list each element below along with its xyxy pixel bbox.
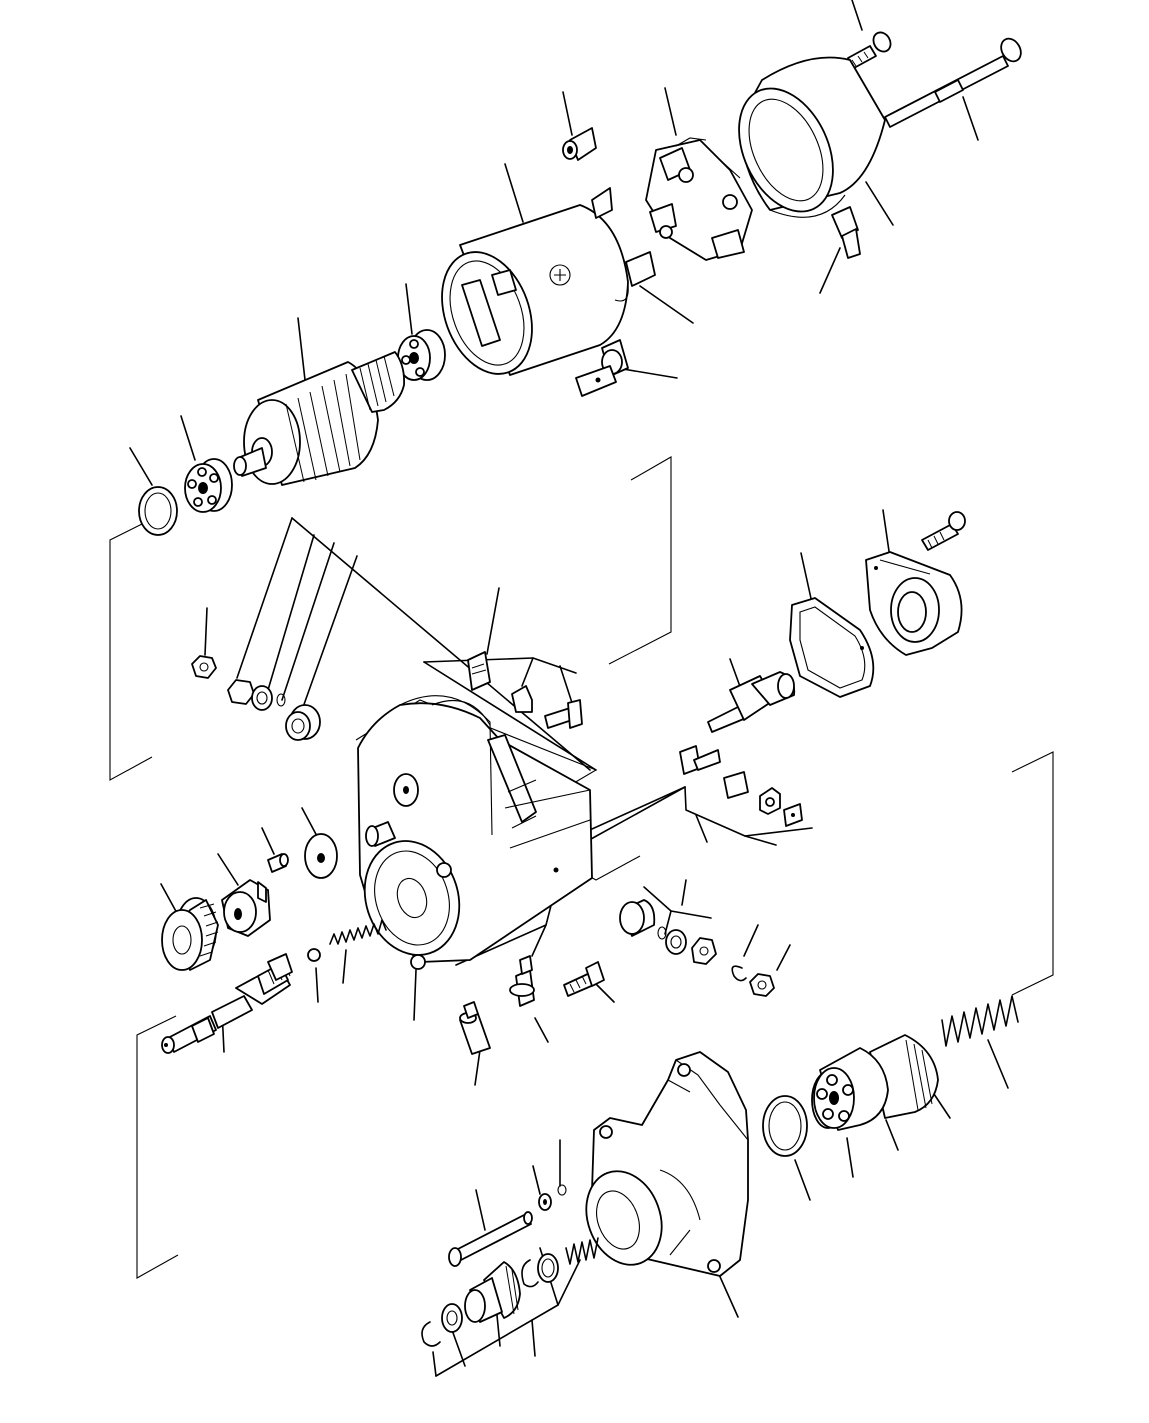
terminal-lug-right — [783, 803, 803, 827]
spring-clip — [831, 206, 861, 259]
idler-collar — [221, 879, 271, 937]
rear-cover-drum — [738, 56, 886, 218]
leader-lines — [129, 0, 1009, 1377]
compression-spring-small — [329, 919, 387, 945]
front-housing — [585, 1051, 749, 1277]
through-bolt-top — [847, 31, 892, 69]
terminal-insulator-a — [467, 651, 491, 691]
retaining-ring — [762, 1095, 808, 1157]
cover-screw — [921, 511, 966, 551]
terminal-bracket-right — [759, 787, 781, 815]
o-ring-tiny — [557, 1184, 567, 1196]
o-ring-right — [657, 926, 667, 940]
terminal-bolt-lower — [459, 1001, 491, 1055]
gasket — [789, 597, 875, 698]
spring-small-bottom — [565, 1237, 599, 1265]
pinion-shaft — [161, 953, 293, 1054]
washer-second — [251, 685, 273, 711]
snap-ring-bottom-b — [421, 1321, 441, 1347]
washer-front — [138, 486, 178, 536]
o-ring-small — [276, 693, 286, 707]
snap-ring-bottom-a — [521, 1259, 539, 1288]
washer-right — [665, 929, 687, 955]
compression-spring-large — [941, 995, 1019, 1047]
washer-bottom-a — [537, 1253, 559, 1283]
ball — [307, 948, 321, 962]
terminal-stud-lower — [509, 955, 535, 1007]
end-cover — [865, 551, 963, 656]
plunger — [707, 671, 796, 733]
nut-far-right — [749, 973, 775, 997]
center-housing — [357, 695, 593, 970]
snap-ring-right — [731, 965, 747, 982]
terminal-bolt-top — [544, 699, 583, 729]
pinion-gear — [464, 1261, 521, 1323]
terminal-collar — [619, 899, 656, 937]
terminal-bolt-right — [679, 745, 721, 775]
small-clip-top — [562, 127, 597, 161]
terminal-insulator-right — [723, 771, 749, 799]
nut-left — [191, 655, 217, 679]
clutch-body — [811, 1047, 889, 1131]
nut-second — [227, 679, 255, 705]
hex-bolt-lower — [563, 961, 605, 997]
idler-gear — [161, 897, 219, 971]
lock-washer-small — [538, 1193, 552, 1211]
terminal-insulator-b — [511, 685, 533, 713]
nut-right — [691, 937, 717, 965]
through-bolt-bottom — [448, 1211, 533, 1267]
bearing-rear — [397, 329, 446, 381]
long-through-bolt — [884, 37, 1022, 128]
pin-small — [267, 853, 289, 873]
brush-holder — [645, 137, 753, 261]
washer-flat — [304, 833, 338, 879]
insulator-bushing — [285, 704, 321, 741]
yoke-terminal-lead — [575, 339, 629, 397]
yoke-field-frame — [441, 187, 656, 376]
washer-bottom-b — [441, 1303, 463, 1333]
bearing-front — [184, 458, 233, 513]
armature — [233, 351, 405, 486]
